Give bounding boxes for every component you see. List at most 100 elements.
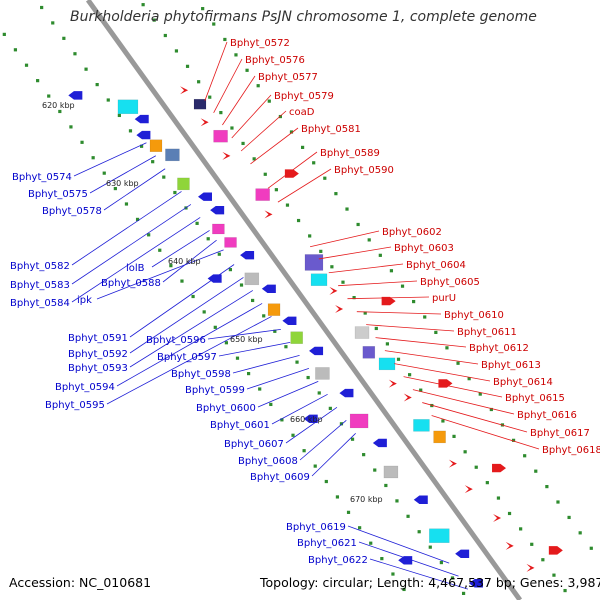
red-label-leader [277,168,332,203]
outer-dot-row [341,280,345,284]
outer-dot-row [552,573,556,577]
inner-dot-row [402,587,406,592]
gene-labels: Bphyt_0572Bphyt_0576Bphyt_0577Bphyt_0579… [10,38,600,566]
blue-gene-label: Bphyt_0575 [28,189,88,200]
reverse-gene-arrow [198,192,213,201]
inner-dot-row [302,449,306,453]
inner-dot-row [135,217,140,222]
red-gene-label: purU [432,293,456,304]
outer-dot-row [374,326,378,331]
blue-gene-label: Bphyt_0595 [45,400,105,411]
blue-label-leader [218,341,291,357]
far-dot-row [312,161,316,165]
far-dot-row [267,99,271,103]
near-dot-row [262,314,266,318]
red-label-leader [309,230,380,248]
blue-label-leader [299,419,347,461]
reverse-gene-arrow [210,205,225,215]
topology-text: Topology: circular; Length: 4,467,537 bp… [260,575,600,590]
inner-dot-row [2,32,6,36]
far-dot-row [278,114,282,119]
red-gene-label: Bphyt_0618 [542,445,600,456]
outer-dot-row [241,141,245,146]
outer-dot-row [197,80,201,84]
forward-gene-chevron [403,393,412,402]
inner-dot-row [91,156,95,160]
inner-dot-row [313,464,317,468]
outer-dot-row [274,188,278,192]
blue-gene-label: ipk [77,295,92,306]
blue-gene-label: Bphyt_0600 [196,403,256,414]
far-dot-row [534,469,538,473]
red-gene-label: Bphyt_0603 [394,243,454,254]
near-dot-row [284,345,288,349]
near-dot-row [51,21,55,25]
outer-dot-row [541,558,545,562]
red-gene-label: Bphyt_0615 [505,393,565,404]
outer-dot-row [330,265,334,269]
forward-gene-chevron [200,118,209,127]
blue-gene-label: Bphyt_0592 [68,349,128,360]
outer-dot-row [352,296,356,300]
far-dot-row [256,84,260,88]
far-dot-row [456,361,460,365]
kbp-label: 620 kbp [42,101,75,110]
far-dot-row [378,253,382,257]
forward-gene-chevron [329,286,338,295]
inner-dot-row [213,325,217,329]
near-dot-row [251,298,255,303]
gene-block-cyan [413,419,430,432]
blue-label-leader [71,191,182,266]
reverse-gene-arrow [372,438,387,448]
outer-dot-row [230,126,234,130]
red-gene-label: Bphyt_0602 [382,227,442,238]
near-dot-row [151,160,155,164]
blue-label-leader [347,525,450,564]
near-dot-row [73,52,77,56]
red-label-leader [267,151,318,189]
blue-label-leader [162,239,217,283]
near-dot-row [206,237,210,241]
blue-label-leader [71,217,201,303]
blue-label-leader [369,558,468,590]
red-gene-label: Bphyt_0589 [320,148,380,159]
inner-dot-row [113,186,117,191]
near-dot-row [195,221,199,225]
far-dot-row [423,315,427,319]
forward-gene-arrow [548,546,563,555]
blue-gene-label: Bphyt_0593 [68,363,128,374]
forward-gene-arrow [284,169,299,178]
gene-block-gray [315,367,330,380]
near-dot-row [40,5,44,10]
near-dot-row [395,499,399,503]
reverse-gene-arrow [282,316,297,325]
red-label-leader [231,94,272,139]
reverse-gene-arrow [455,549,470,558]
blue-gene-label: Bphyt_0597 [157,352,217,363]
inner-dot-row [380,557,384,561]
near-dot-row [139,144,144,148]
forward-gene-chevron [222,151,231,160]
outer-dot-row [152,18,156,22]
near-dot-row [373,468,377,472]
red-label-leader [422,402,528,433]
blue-gene-label: Bphyt_0588 [101,278,161,289]
kbp-label: 660 kbp [290,415,323,424]
gene-block-navy [193,98,207,110]
blue-gene-label: Bphyt_0622 [308,555,368,566]
near-dot-row [162,175,166,179]
red-label-leader [356,311,442,315]
red-label-leader [240,110,287,152]
blue-gene-label: Bphyt_0578 [42,206,102,217]
inner-dot-row [169,264,173,268]
red-label-leader [250,127,299,165]
outer-dot-row [563,588,567,593]
outer-dot-row [474,465,478,469]
red-gene-label: Bphyt_0613 [481,360,541,371]
outer-dot-row [219,110,223,115]
kbp-label: 650 kbp [230,335,263,344]
outer-dot-row [408,373,412,377]
forward-gene-chevron [388,379,397,388]
blue-label-leader [129,264,235,338]
